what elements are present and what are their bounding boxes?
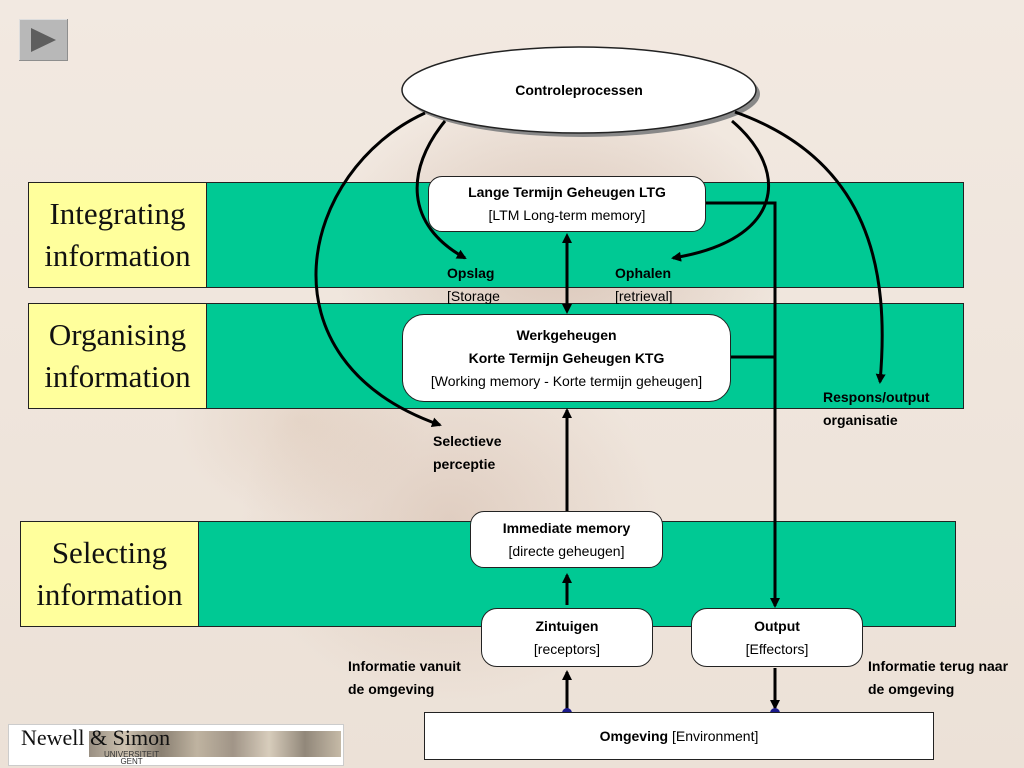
selecting-label: Selecting information bbox=[20, 521, 199, 627]
control-ellipse bbox=[401, 46, 757, 134]
ltg-box: Lange Termijn Geheugen LTG [LTM Long-ter… bbox=[428, 176, 706, 232]
university-logo: Newell & Simon UNIVERSITEIT GENT bbox=[8, 724, 344, 766]
respons-arrow bbox=[734, 110, 886, 384]
werkgeheugen-box: Werkgeheugen Korte Termijn Geheugen KTG … bbox=[402, 314, 731, 402]
organising-label: Organising information bbox=[28, 303, 207, 409]
opslag-arrow bbox=[415, 120, 467, 260]
ltg-arrowhead-icon bbox=[562, 233, 572, 243]
output-box: Output [Effectors] bbox=[691, 608, 863, 667]
control-processes: Controleprocessen bbox=[515, 82, 643, 98]
ophalen-arrow bbox=[671, 119, 771, 262]
ktg-arrowhead-icon bbox=[562, 304, 572, 314]
building-photo-strip bbox=[89, 731, 341, 757]
immediate-memory-box: Immediate memory [directe geheugen] bbox=[470, 511, 663, 568]
ltg-to-output-arrow bbox=[706, 201, 780, 608]
selectieve-perceptie-label: Selectieve perceptie bbox=[433, 433, 502, 472]
newell-simon-caption: Newell & Simon bbox=[21, 725, 171, 750]
info-to-environment-label: Informatie terug naar de omgeving bbox=[868, 658, 1009, 697]
zintuigen-box: Zintuigen [receptors] bbox=[481, 608, 653, 667]
integrating-label: Integrating information bbox=[28, 182, 207, 288]
info-from-environment-label: Informatie vanuit de omgeving bbox=[348, 658, 461, 697]
play-triangle-icon bbox=[31, 28, 56, 52]
ophalen-label: Ophalen [retrieval] bbox=[615, 265, 673, 304]
opslag-label: Opslag [Storage bbox=[447, 265, 500, 304]
selectieve-arrow bbox=[314, 111, 442, 428]
ugent-wordmark: UNIVERSITEIT GENT bbox=[104, 750, 160, 766]
respons-output-label: Respons/output organisatie bbox=[823, 389, 930, 428]
play-button[interactable] bbox=[19, 19, 68, 61]
omgeving-box: Omgeving [Environment] bbox=[424, 712, 934, 760]
